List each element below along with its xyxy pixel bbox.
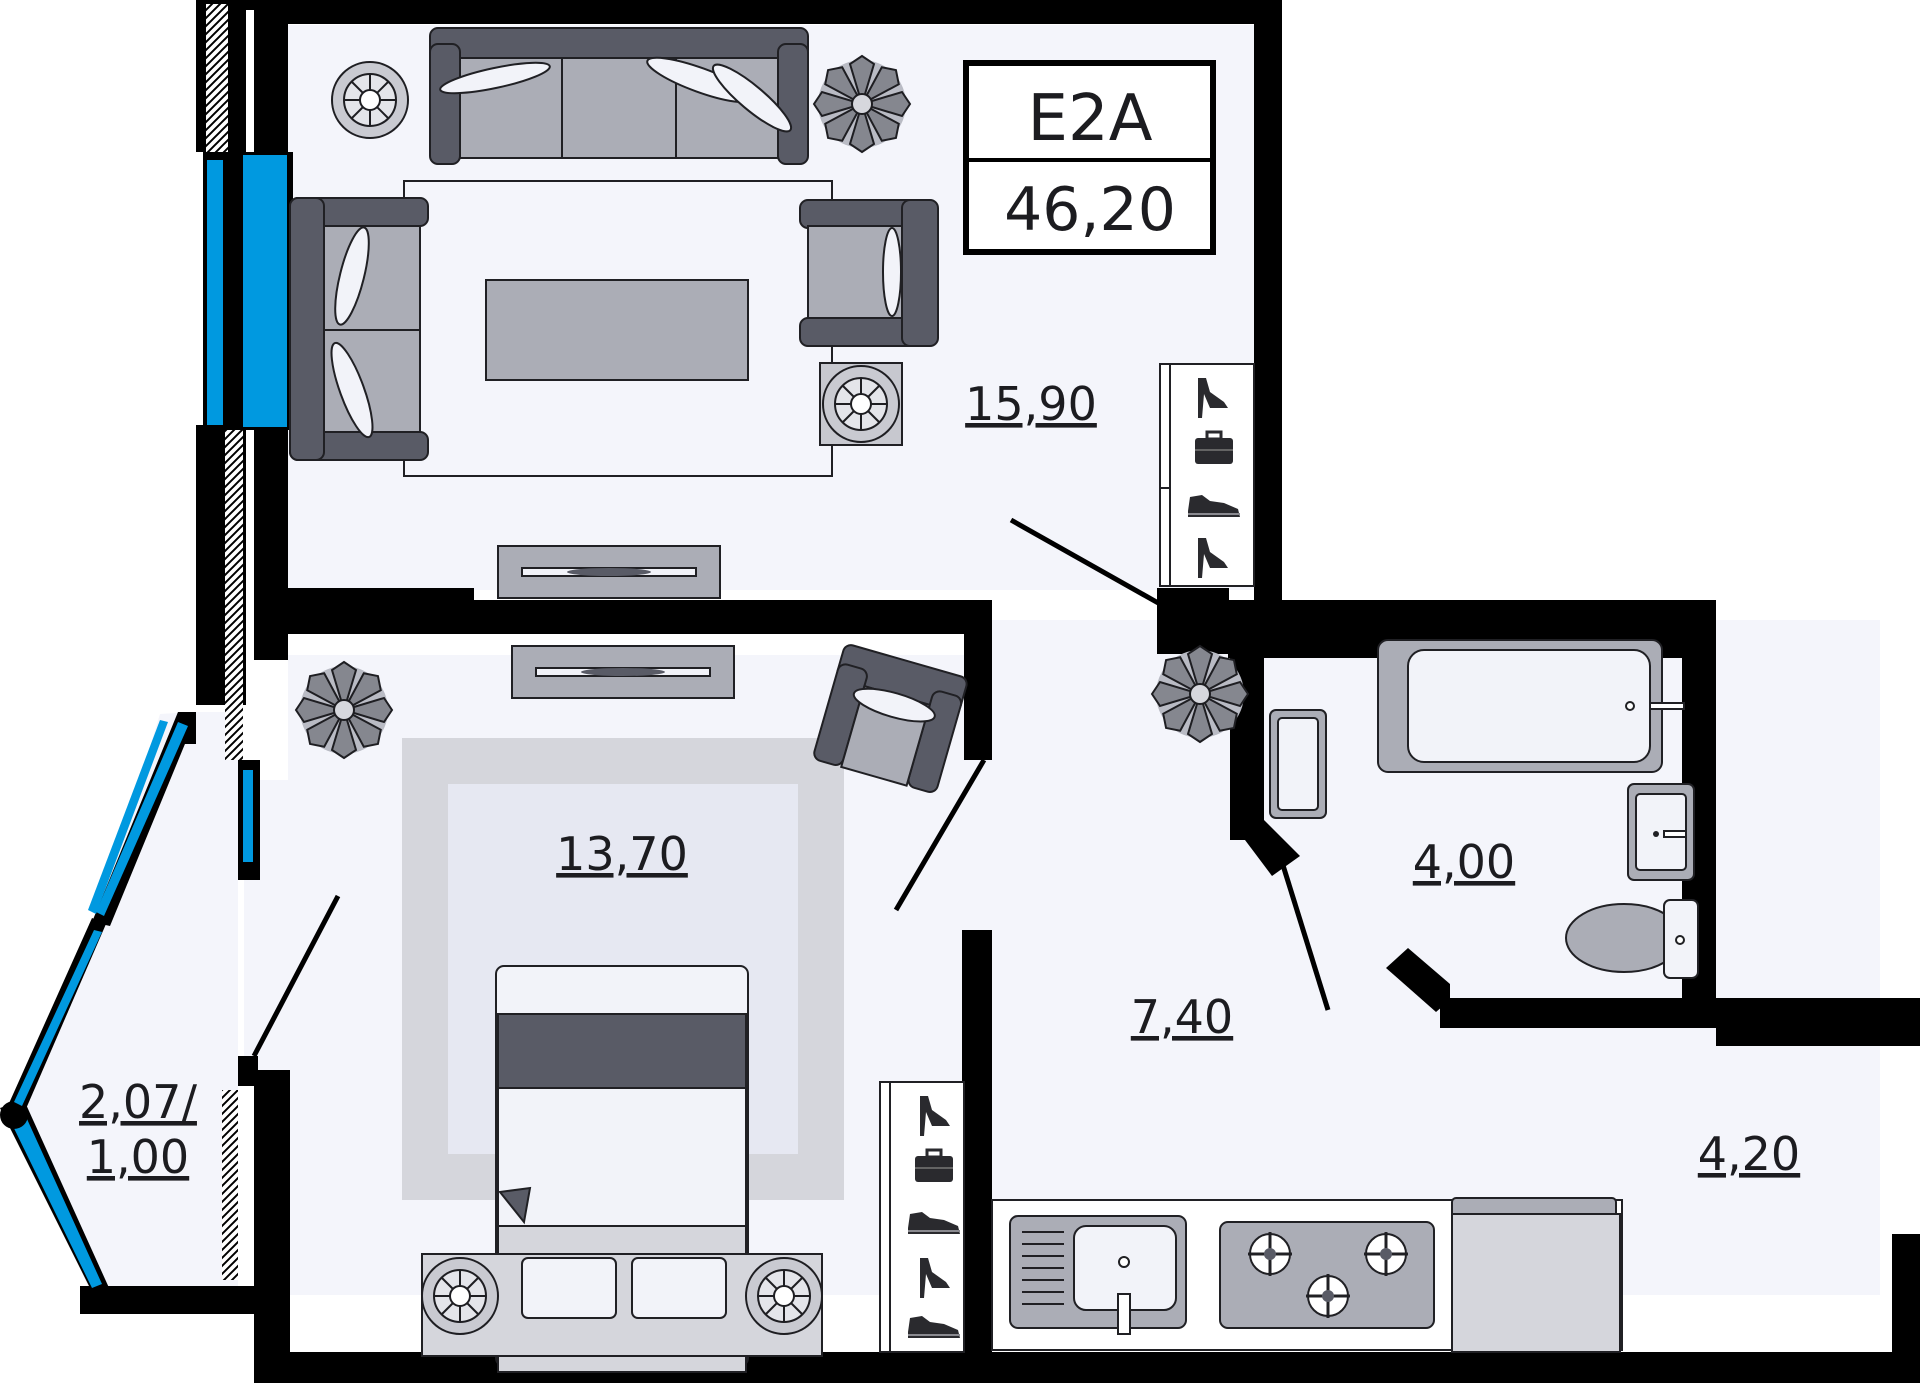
apartment-type-code: E2A — [1028, 82, 1153, 156]
plant-icon — [1151, 645, 1249, 743]
apartment-total-area: 46,20 — [1004, 175, 1176, 245]
living-room-area: 15,90 — [965, 377, 1097, 431]
sofa — [429, 27, 809, 165]
floor-lamp-icon — [822, 365, 900, 443]
armchair — [799, 199, 939, 347]
balcony-area-total: 2,07/ — [79, 1075, 197, 1129]
coffee-table — [485, 279, 749, 381]
plant-icon — [813, 55, 911, 153]
tv-stand — [497, 545, 721, 599]
cooktop — [1219, 1221, 1435, 1329]
bedroom-wardrobe — [879, 1081, 965, 1353]
balcony-glazing — [0, 712, 194, 1296]
floor-lamp-icon — [331, 61, 409, 139]
bathroom-fixtures — [1269, 639, 1699, 979]
fridge — [1451, 1197, 1621, 1353]
sink — [1009, 1215, 1187, 1335]
toilet — [1565, 899, 1699, 979]
floor-lamp-icon — [421, 1257, 499, 1335]
floor-lamp-icon — [745, 1257, 823, 1335]
hallway-area: 7,40 — [1131, 990, 1233, 1044]
balcony-area-reduced: 1,00 — [87, 1130, 189, 1184]
bedroom-furniture — [295, 644, 968, 1373]
plant-icon — [295, 661, 393, 759]
kitchen-fixtures — [991, 1197, 1623, 1353]
bedroom-area: 13,70 — [556, 827, 688, 881]
left-sofa — [289, 197, 429, 461]
hall-wardrobe — [1159, 363, 1255, 587]
living-room-window — [203, 152, 293, 430]
walls — [80, 0, 1920, 1383]
kitchen-area: 4,20 — [1698, 1127, 1800, 1181]
bedroom-armchair — [813, 644, 968, 794]
bedroom-tv-stand — [511, 645, 735, 699]
door-swings — [251, 517, 1331, 1058]
living-room-furniture — [289, 27, 939, 599]
bedroom-window — [238, 760, 260, 880]
bathroom-area: 4,00 — [1413, 835, 1515, 889]
apartment-tag: E2A 46,20 — [963, 60, 1216, 255]
